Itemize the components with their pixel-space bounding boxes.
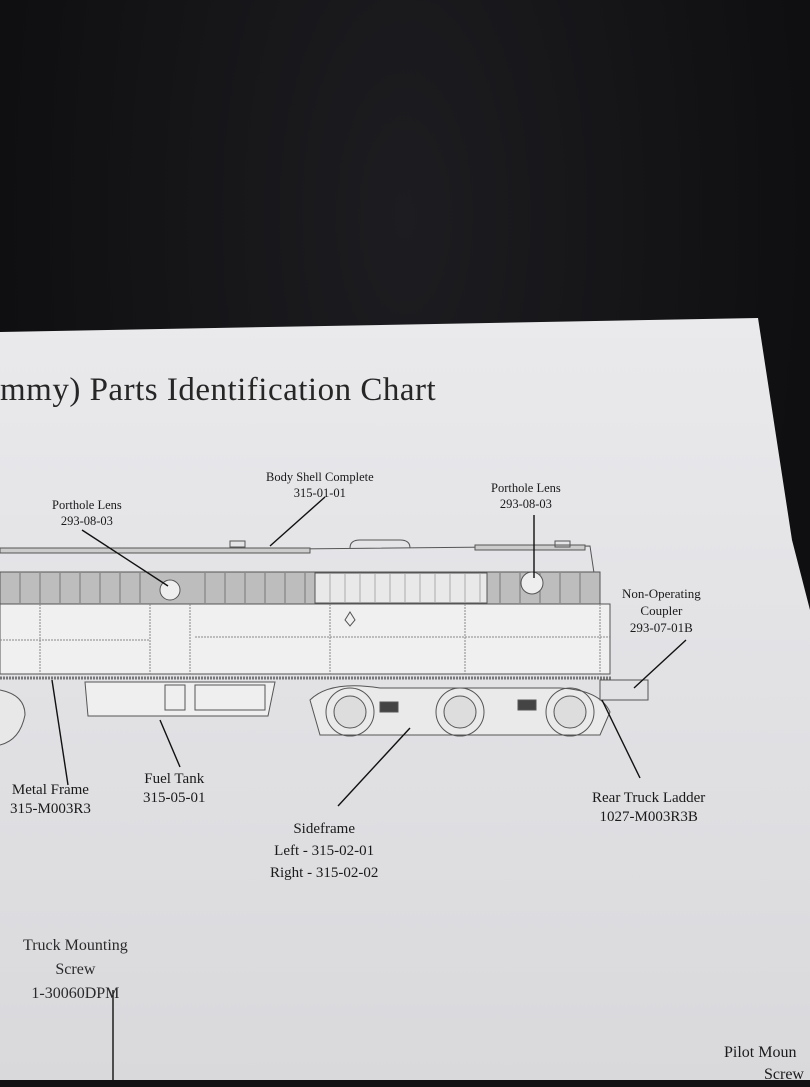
label-sideframe: Sideframe Left - 315-02-01 Right - 315-0… [270, 819, 378, 884]
coupler-shape [599, 679, 649, 701]
leader-fuel-tank [159, 719, 181, 768]
label-porthole-lens-left: Porthole Lens 293-08-03 [52, 498, 122, 529]
leader-rear-ladder [601, 699, 641, 779]
body-side [0, 603, 611, 675]
chart-title: mmy) Parts Identification Chart [0, 372, 437, 408]
label-name: Fuel Tank [144, 771, 205, 787]
label-coupler: Non-Operating Coupler 293-07-01B [622, 586, 701, 637]
label-name: Rear Truck Ladder [592, 790, 706, 806]
label-part: 315-01-01 [293, 485, 346, 500]
label-line: Truck Mounting [23, 937, 128, 954]
leader-body-shell [269, 496, 326, 547]
porthole-right [520, 571, 544, 595]
leader-metal-frame [51, 679, 69, 786]
label-part: 1-30060DPM [31, 985, 120, 1002]
grille-band [0, 571, 601, 605]
label-porthole-lens-right: Porthole Lens 293-08-03 [491, 481, 561, 512]
center-grille [314, 572, 488, 604]
label-part: 1027-M003R3B [599, 808, 698, 825]
fuel-tank-shape [84, 681, 276, 717]
porthole-left [159, 579, 181, 601]
label-metal-frame: Metal Frame 315-M003R3 [10, 781, 91, 819]
label-part: 293-08-03 [499, 496, 552, 511]
label-part: 293-07-01B [629, 619, 693, 635]
label-part: 315-M003R3 [10, 800, 91, 817]
label-body-shell: Body Shell Complete 315-01-01 [266, 470, 374, 501]
label-line: Pilot Moun [724, 1044, 797, 1061]
leader-sideframe [337, 727, 411, 807]
rear-truck [309, 679, 649, 737]
label-name: Sideframe [293, 821, 355, 837]
leader-coupler [633, 639, 687, 689]
label-part: 293-08-03 [60, 513, 113, 528]
label-name: Porthole Lens [52, 498, 122, 512]
label-name: Porthole Lens [491, 481, 561, 495]
label-rear-truck-ladder: Rear Truck Ladder 1027-M003R3B [592, 789, 705, 827]
label-truck-mounting-screw: Truck Mounting Screw 1-30060DPM [23, 934, 128, 1006]
leader-porthole-left [81, 529, 169, 587]
label-name: Metal Frame [11, 782, 89, 798]
label-pilot-mounting-screw: Pilot Moun Screw [724, 1042, 804, 1087]
label-line: Coupler [640, 602, 683, 618]
label-line: Non-Operating [622, 586, 701, 601]
label-fuel-tank: Fuel Tank 315-05-01 [143, 770, 206, 808]
label-part-left: Left - 315-02-01 [274, 842, 375, 859]
label-part-right: Right - 315-02-02 [270, 864, 379, 881]
label-name: Body Shell Complete [266, 470, 374, 484]
label-part: 315-05-01 [143, 789, 206, 806]
label-line: Screw [55, 961, 96, 978]
roof-walkway [0, 547, 311, 554]
label-line: Screw [764, 1066, 804, 1084]
